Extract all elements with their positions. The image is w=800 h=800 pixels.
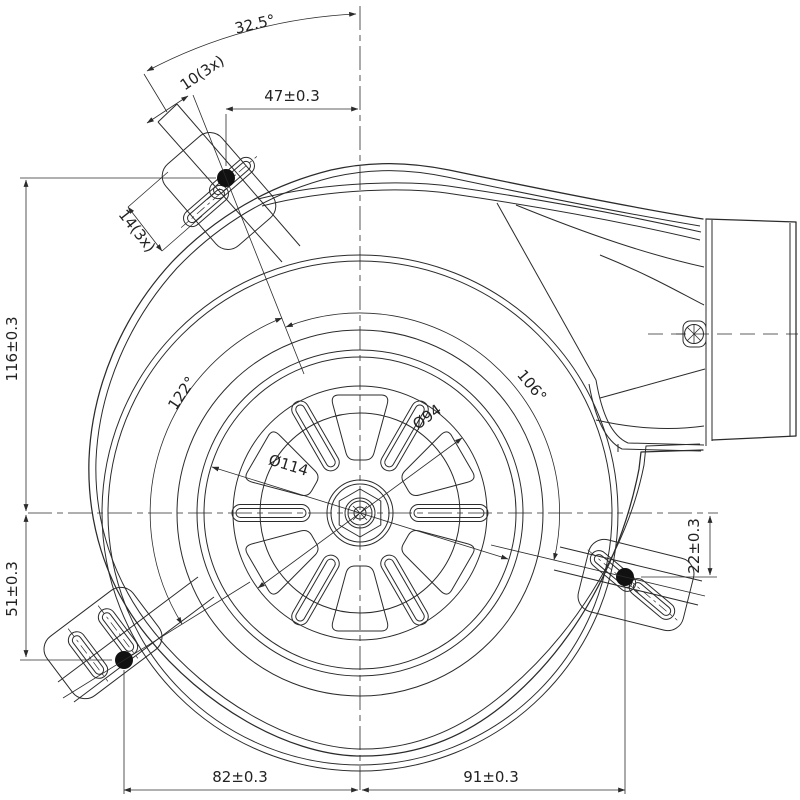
dim-horiz-bottom-left: 82±0.3 — [212, 768, 268, 786]
dim-horiz-top: 47±0.3 — [264, 87, 320, 105]
fan-housing-outline — [88, 163, 706, 757]
dim-angle-top: 32.5° — [233, 11, 277, 38]
dim-dia-outer: Ø114 — [266, 451, 310, 480]
duct-fastener-boss — [676, 320, 707, 348]
dim-horiz-bottom-right: 91±0.3 — [463, 768, 519, 786]
dim-slot-width-top: 10(3x) — [177, 52, 228, 94]
radial-line-right — [490, 544, 706, 597]
scroll-seam-line — [496, 202, 597, 381]
dim-vert-right: 22±0.3 — [685, 518, 703, 574]
mounting-foot-bottom-left — [43, 576, 215, 703]
dim-slot-pitch-top: 14(3x) — [115, 206, 159, 256]
radial-line-bottom-left — [62, 581, 251, 699]
mounting-feet — [43, 73, 706, 703]
cutwater-curve — [595, 379, 705, 446]
dim-angle-right: 106° — [513, 366, 550, 405]
dim-angle-left: 122° — [164, 373, 199, 413]
mounting-foot-right — [553, 538, 703, 632]
mounting-foot-top-left — [143, 73, 301, 263]
outlet-duct — [676, 218, 797, 446]
radial-line-top — [192, 94, 305, 375]
dim-vert-lower-left: 51±0.3 — [3, 561, 21, 617]
dim-vert-upper-left: 116±0.3 — [3, 316, 21, 381]
centerlines — [28, 6, 798, 795]
